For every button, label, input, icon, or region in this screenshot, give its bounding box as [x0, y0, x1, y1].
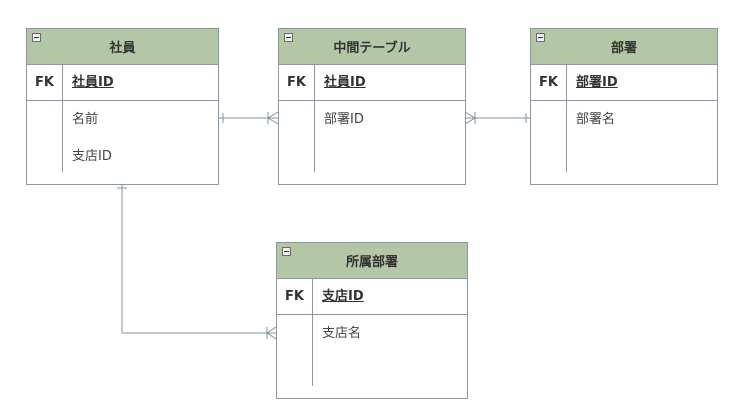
key-name: 社員ID: [72, 75, 114, 90]
crows-foot-marker: [464, 111, 476, 119]
entity-title: 社員: [109, 41, 136, 56]
key-row[interactable]: FK 支店ID: [277, 279, 467, 315]
key-label: FK: [277, 279, 313, 314]
attribute-list: 部署ID: [279, 101, 465, 184]
attribute-row[interactable]: 名前: [72, 112, 99, 127]
key-row[interactable]: FK 部署ID: [531, 65, 717, 101]
entity-header[interactable]: 中間テーブル: [279, 29, 465, 65]
key-label: FK: [279, 65, 315, 100]
entity-affiliation[interactable]: 所属部署 FK 支店ID 支店名: [276, 242, 468, 399]
relation-line[interactable]: [121, 184, 276, 334]
key-label: FK: [27, 65, 63, 100]
key-name: 支店ID: [322, 289, 364, 304]
entity-header[interactable]: 社員: [27, 29, 218, 65]
collapse-icon[interactable]: [536, 33, 545, 42]
attribute-list: 部署名: [531, 101, 717, 184]
relation-intermediate-department[interactable]: [464, 111, 530, 125]
entity-title: 部署: [610, 41, 637, 56]
crows-foot-marker: [266, 332, 277, 340]
entity-intermediate-table[interactable]: 中間テーブル FK 社員ID 部署ID: [278, 28, 466, 185]
key-name: 部署ID: [576, 75, 618, 90]
relation-employee-intermediate[interactable]: [218, 111, 279, 125]
entity-department[interactable]: 部署 FK 部署ID 部署名: [530, 28, 718, 185]
key-name: 社員ID: [324, 75, 366, 90]
entity-title: 所属部署: [345, 255, 398, 270]
attribute-row[interactable]: 部署ID: [324, 112, 364, 127]
key-label: FK: [531, 65, 567, 100]
collapse-icon[interactable]: [284, 33, 293, 42]
crows-foot-marker: [266, 326, 277, 334]
attribute-list: 名前 支店ID: [27, 101, 218, 184]
relation-employee-affiliation[interactable]: [117, 184, 277, 340]
key-row[interactable]: FK 社員ID: [27, 65, 218, 101]
key-row[interactable]: FK 社員ID: [279, 65, 465, 101]
crows-foot-marker: [464, 117, 476, 125]
entity-header[interactable]: 所属部署: [277, 243, 467, 279]
attribute-row[interactable]: 支店ID: [72, 149, 112, 164]
collapse-icon[interactable]: [282, 247, 291, 256]
attribute-row[interactable]: 部署名: [576, 112, 616, 127]
attribute-row[interactable]: 支店名: [322, 326, 362, 341]
entity-employee[interactable]: 社員 FK 社員ID 名前 支店ID: [26, 28, 219, 185]
collapse-icon[interactable]: [32, 33, 41, 42]
crows-foot-marker: [267, 117, 279, 125]
entity-title: 中間テーブル: [333, 41, 411, 56]
attribute-list: 支店名: [277, 315, 467, 398]
crows-foot-marker: [267, 111, 279, 119]
entity-header[interactable]: 部署: [531, 29, 717, 65]
